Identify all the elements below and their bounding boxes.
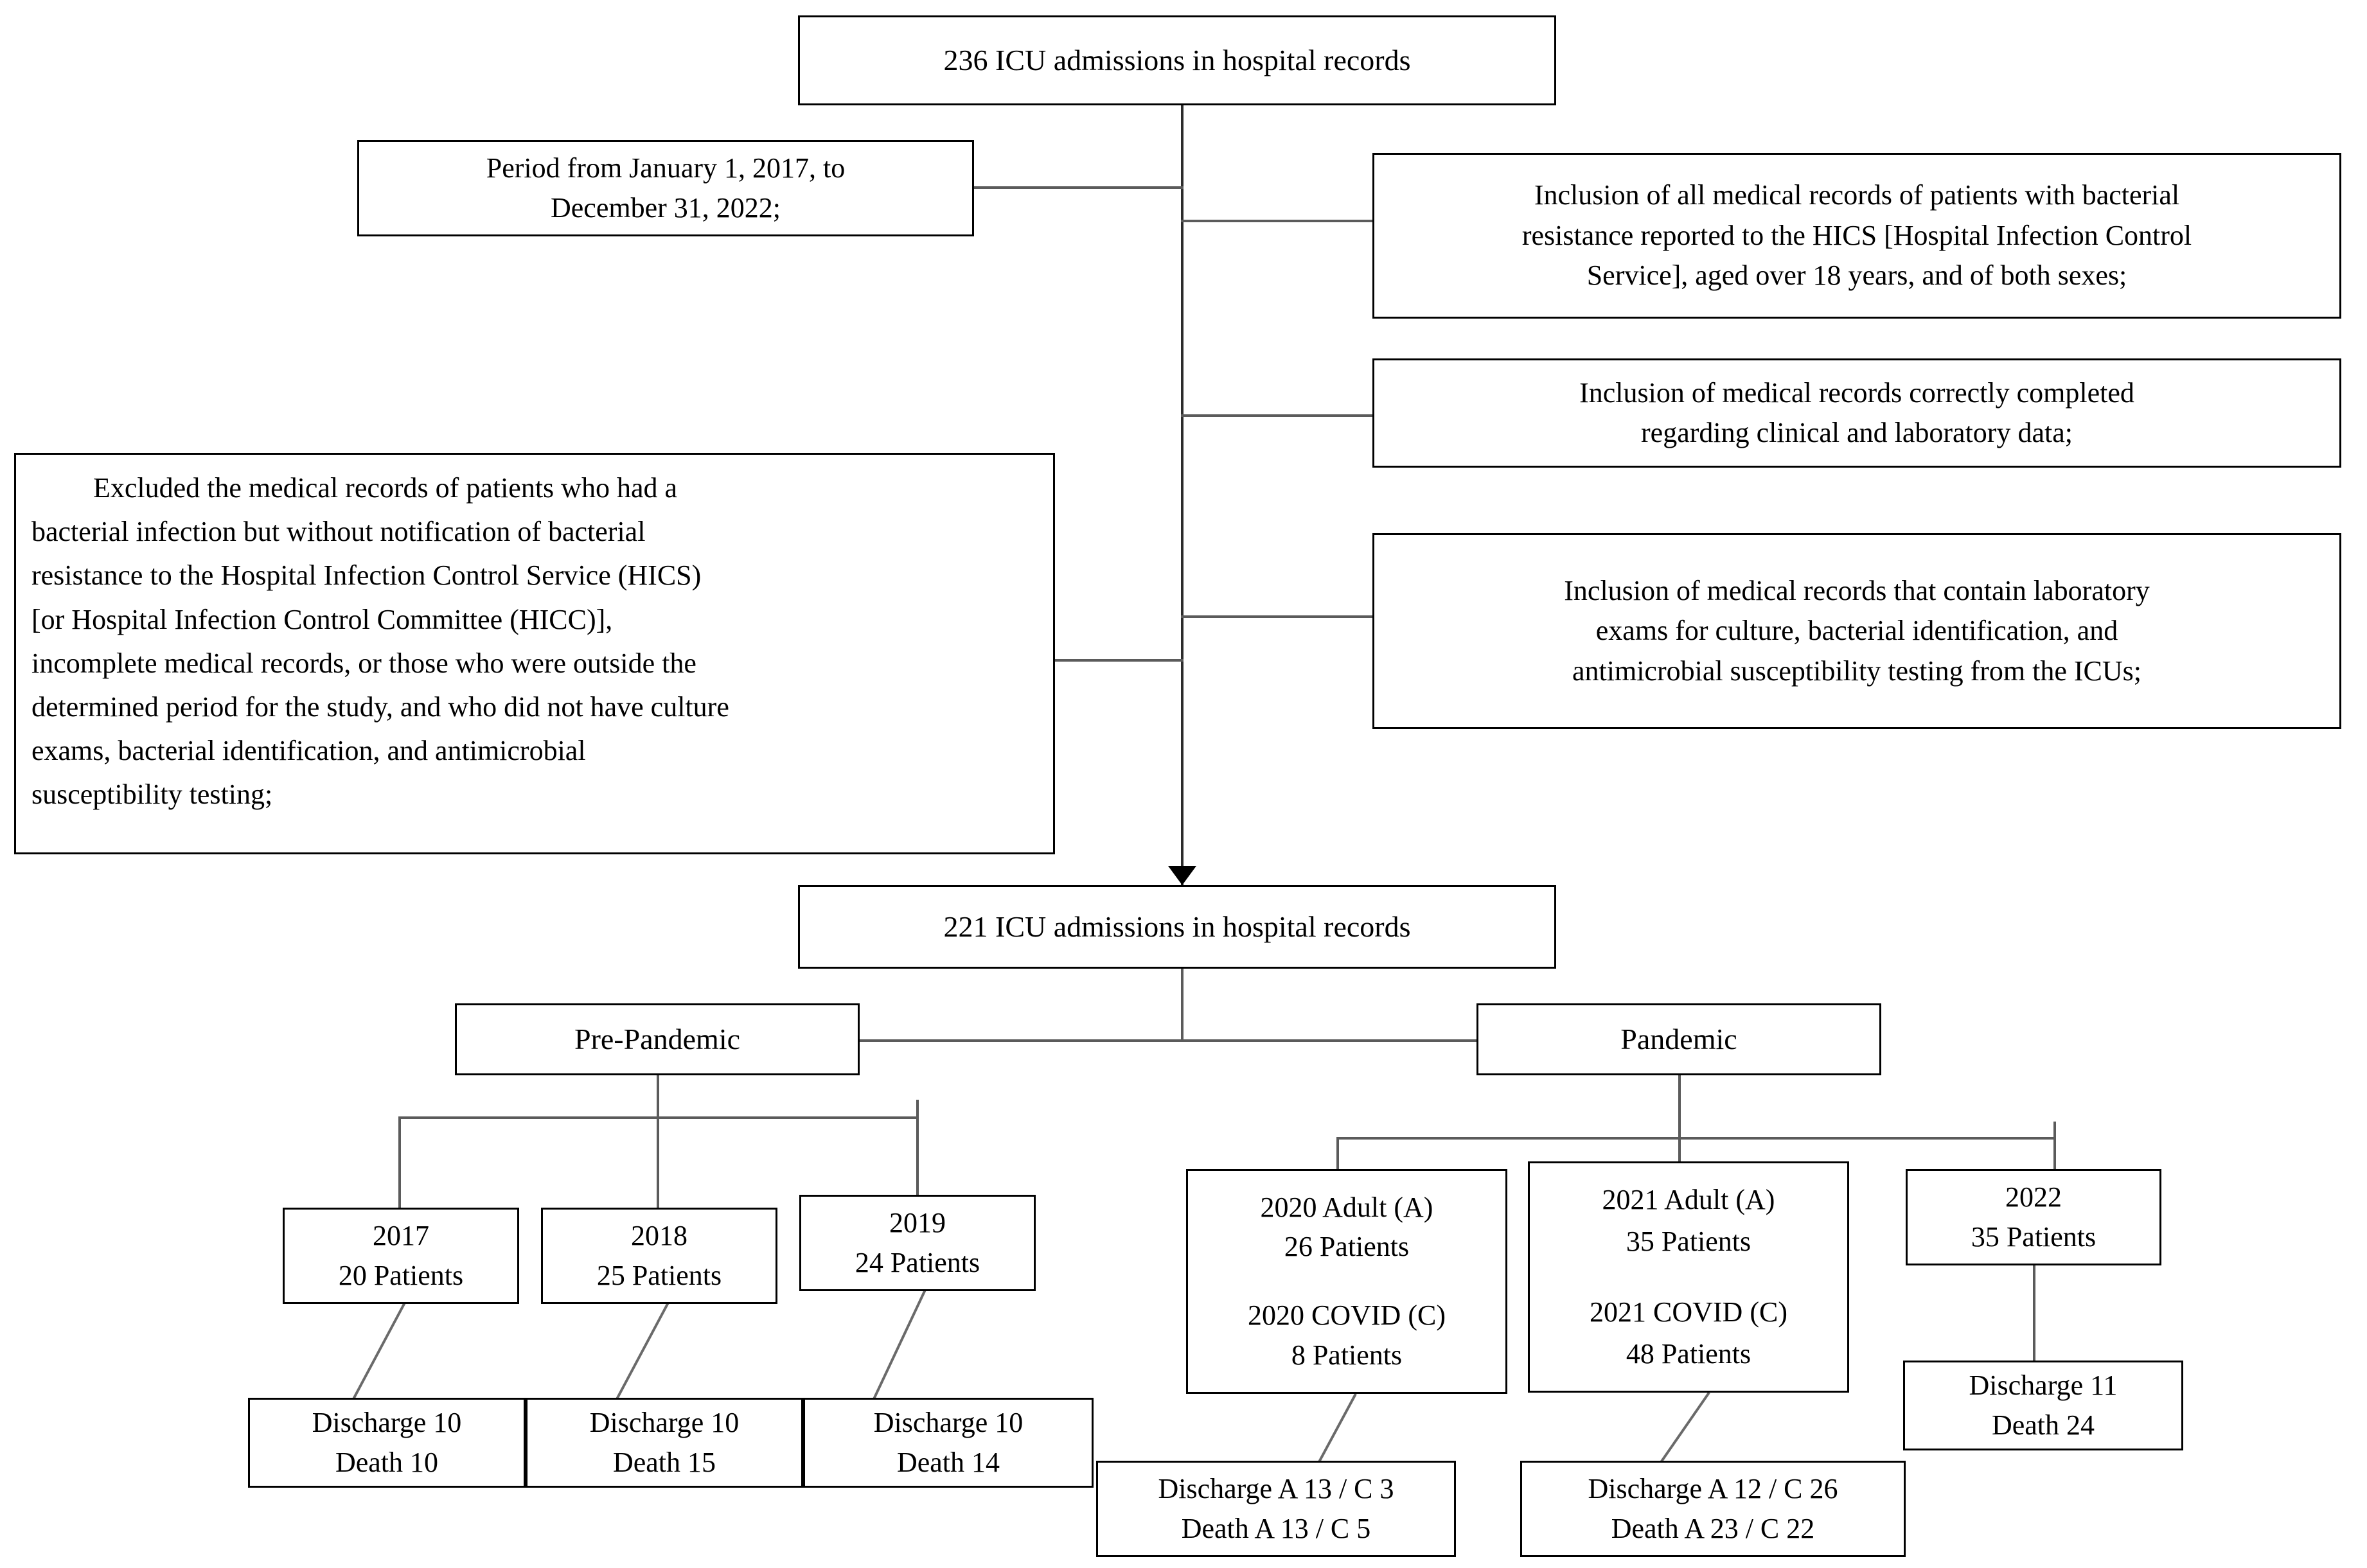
period-line-1: Period from January 1, 2017, to [486, 152, 846, 184]
exclusion-line-7: exams, bacterial identification, and ant… [31, 735, 586, 767]
box-outcome-2017: Discharge 10 Death 10 [248, 1398, 526, 1488]
box-exclusion-criteria: Excluded the medical records of patients… [14, 453, 1055, 854]
year-2020-adult-label: 2020 Adult (A) [1260, 1192, 1433, 1223]
box-inclusion-3: Inclusion of medical records that contai… [1372, 533, 2341, 729]
year-2022-drop [2033, 1265, 2035, 1361]
diagonal-line [352, 1302, 406, 1400]
year-2021-adult-label: 2021 Adult (A) [1602, 1184, 1775, 1215]
box-outcome-2021: Discharge A 12 / C 26 Death A 23 / C 22 [1520, 1461, 1906, 1557]
year-2020-covid-patients: 8 Patients [1291, 1339, 1403, 1371]
box-inclusion-2: Inclusion of medical records correctly c… [1372, 358, 2341, 468]
box-outcome-2022: Discharge 11 Death 24 [1903, 1361, 2183, 1450]
year-2019-label: 2019 [889, 1206, 946, 1238]
box-pre-pandemic: Pre-Pandemic [455, 1003, 860, 1075]
exclusion-line-8: susceptibility testing; [31, 779, 273, 811]
box-outcome-2019: Discharge 10 Death 14 [803, 1398, 1094, 1488]
outcome-2018-death: Death 15 [612, 1447, 716, 1478]
diagonal-line [616, 1302, 669, 1400]
year-2017-label: 2017 [373, 1219, 429, 1251]
connector-inclusion-3 [1181, 615, 1374, 618]
year-2021-covid-label: 2021 COVID (C) [1590, 1296, 1787, 1328]
period-line-2: December 31, 2022; [551, 192, 781, 224]
inclusion-3-line-3: antimicrobial susceptibility testing fro… [1572, 655, 2141, 687]
inclusion-1-line-1: Inclusion of all medical records of pati… [1534, 179, 2180, 211]
exclusion-line-2: bacterial infection but without notifica… [31, 516, 646, 548]
pre-pandemic-drop-2017 [398, 1116, 401, 1211]
box-inclusion-1: Inclusion of all medical records of pati… [1372, 153, 2341, 319]
inclusion-2-line-1: Inclusion of medical records correctly c… [1579, 376, 2134, 409]
exclusion-line-6: determined period for the study, and who… [31, 691, 729, 723]
outcome-2018-discharge: Discharge 10 [589, 1406, 740, 1438]
box-year-2021: 2021 Adult (A) 35 Patients 2021 COVID (C… [1528, 1161, 1849, 1393]
split-bar-groups [662, 1039, 1709, 1042]
exclusion-line-4: [or Hospital Infection Control Committee… [31, 603, 613, 635]
outcome-2021-discharge: Discharge A 12 / C 26 [1588, 1472, 1838, 1504]
included-admissions-text: 221 ICU admissions in hospital records [943, 910, 1411, 944]
box-outcome-2018: Discharge 10 Death 15 [526, 1398, 803, 1488]
year-2018-patients: 25 Patients [596, 1260, 722, 1291]
inclusion-3-line-1: Inclusion of medical records that contai… [1564, 574, 2150, 606]
total-admissions-text: 236 ICU admissions in hospital records [943, 44, 1411, 77]
inclusion-1-line-3: Service], aged over 18 years, and of bot… [1586, 260, 2127, 292]
connector-period [974, 186, 1184, 189]
outcome-2020-discharge: Discharge A 13 / C 3 [1158, 1472, 1394, 1504]
year-2020-covid-label: 2020 COVID (C) [1248, 1299, 1446, 1332]
year-2021-covid-patients: 48 Patients [1626, 1337, 1751, 1370]
diagonal-2019 [873, 1289, 926, 1400]
outcome-2020-death: Death A 13 / C 5 [1181, 1513, 1371, 1544]
diagonal-line [873, 1289, 926, 1400]
outcome-2021-death: Death A 23 / C 22 [1611, 1513, 1815, 1544]
pre-pandemic-label: Pre-Pandemic [574, 1023, 741, 1056]
box-year-2018: 2018 25 Patients [541, 1208, 777, 1304]
outcome-2017-discharge: Discharge 10 [312, 1406, 462, 1438]
inclusion-1-line-2: resistance reported to the HICS [Hospita… [1521, 219, 2192, 251]
box-year-2022: 2022 35 Patients [1906, 1169, 2161, 1265]
year-2018-label: 2018 [631, 1219, 687, 1251]
year-2022-patients: 35 Patients [1971, 1221, 2097, 1253]
year-2021-adult-patients: 35 Patients [1626, 1225, 1751, 1257]
box-pandemic: Pandemic [1476, 1003, 1881, 1075]
pandemic-fan-bar [1336, 1137, 2056, 1140]
diagonal-2017 [352, 1302, 406, 1400]
year-2022-label: 2022 [2005, 1181, 2062, 1213]
pre-pandemic-drop [657, 1075, 659, 1118]
box-year-2017: 2017 20 Patients [283, 1208, 519, 1304]
pandemic-label: Pandemic [1620, 1023, 1737, 1056]
box-included-admissions: 221 ICU admissions in hospital records [798, 885, 1556, 969]
split-drop-center [1181, 969, 1184, 1041]
connector-inclusion-1 [1181, 220, 1374, 222]
pandemic-drop [1678, 1075, 1681, 1138]
trunk-line [1181, 105, 1184, 886]
pandemic-drop-2022 [2053, 1122, 2056, 1209]
trunk-arrowhead [1168, 866, 1196, 885]
connector-inclusion-2 [1181, 414, 1374, 417]
outcome-2019-discharge: Discharge 10 [873, 1406, 1024, 1438]
box-total-admissions: 236 ICU admissions in hospital records [798, 15, 1556, 105]
year-2020-adult-patients: 26 Patients [1284, 1231, 1410, 1263]
inclusion-2-line-2: regarding clinical and laboratory data; [1641, 417, 2073, 448]
exclusion-line-1: Excluded the medical records of patients… [93, 472, 678, 504]
outcome-2017-death: Death 10 [335, 1447, 439, 1478]
exclusion-line-5: incomplete medical records, or those who… [31, 647, 696, 679]
box-study-period: Period from January 1, 2017, to December… [357, 140, 974, 236]
box-year-2020: 2020 Adult (A) 26 Patients 2020 COVID (C… [1186, 1169, 1507, 1394]
outcome-2019-death: Death 14 [896, 1447, 1000, 1478]
box-year-2019: 2019 24 Patients [799, 1195, 1036, 1291]
connector-exclusion [1055, 659, 1184, 662]
pre-pandemic-drop-2018 [657, 1116, 659, 1211]
diagonal-2018 [616, 1302, 669, 1400]
box-outcome-2020: Discharge A 13 / C 3 Death A 13 / C 5 [1096, 1461, 1456, 1557]
year-2019-patients: 24 Patients [855, 1247, 980, 1278]
outcome-2022-death: Death 24 [1991, 1409, 2095, 1441]
exclusion-line-3: resistance to the Hospital Infection Con… [31, 559, 702, 592]
inclusion-3-line-2: exams for culture, bacterial identificat… [1595, 615, 2118, 647]
pre-pandemic-drop-2019 [916, 1100, 919, 1195]
outcome-2022-discharge: Discharge 11 [1969, 1369, 2118, 1401]
year-2017-patients: 20 Patients [338, 1260, 464, 1291]
